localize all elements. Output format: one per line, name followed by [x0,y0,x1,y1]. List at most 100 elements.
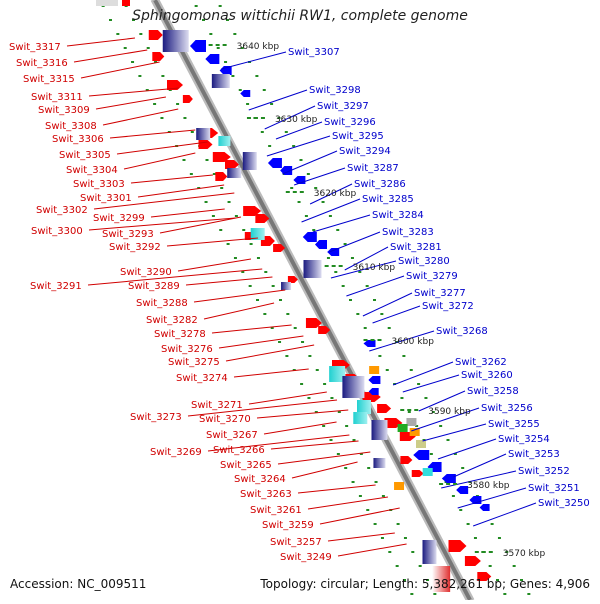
track-dot [336,453,340,455]
track-dot [190,131,194,133]
track-dot [330,397,334,399]
left-gene-label: Swit_3317 [9,42,61,53]
track-dot [505,551,509,553]
forward-gene-arrow [198,140,213,149]
right-gene-label: Swit_3253 [508,449,560,460]
axis-core [153,0,472,601]
left-leader-line [116,141,208,155]
left-gene-label: Swit_3301 [80,193,132,204]
right-gene-label: Swit_3286 [354,179,406,190]
track-dot [326,257,330,259]
track-dot [459,509,463,511]
track-dot [388,551,392,553]
label-leader-lines [66,37,537,557]
track-dot [183,117,187,119]
left-gene-label: Swit_3299 [93,213,145,224]
track-dot [374,481,378,483]
left-leader-line [277,451,371,465]
forward-gene-arrow [215,172,228,181]
left-leader-line [337,543,407,557]
right-gene-label: Swit_3297 [317,101,369,112]
track-dot [138,75,142,77]
right-leader-line [369,330,435,352]
left-leader-line [93,192,235,210]
gene-block [242,152,257,170]
track-dot [255,75,259,77]
forward-gene-arrow [477,572,492,581]
left-gene-label: Swit_3259 [262,520,314,531]
track-dot [365,285,369,287]
left-leader-line [73,49,148,63]
right-leader-line [264,105,316,130]
left-leader-line [187,399,338,417]
track-dot [292,145,296,147]
track-dot [256,299,259,301]
left-leader-line [248,391,327,405]
track-dot [300,383,304,385]
right-gene-label: Swit_3255 [488,419,540,430]
track-dot [373,299,376,301]
track-dot [363,327,367,329]
track-dot [211,215,215,217]
track-dot [314,411,318,413]
kbp-label: 3570 kbp [503,549,546,559]
left-leader-line [270,440,359,450]
left-gene-label: Swit_3270 [199,414,251,425]
right-leader-line [453,453,507,478]
track-dot [216,47,220,49]
right-leader-line [422,423,487,442]
gene-block [162,30,189,52]
track-dot [351,481,355,483]
track-dot [308,355,312,357]
right-leader-line [346,275,405,297]
track-dot [290,187,294,189]
left-gene-label: Swit_3265 [220,460,272,471]
reverse-gene-arrow [456,486,469,494]
track-dot [359,453,363,455]
track-dot [395,341,399,343]
track-dot [270,327,274,329]
reverse-gene-arrow [368,376,381,384]
track-dot [358,495,362,497]
left-gene-label: Swit_3291 [30,281,82,292]
right-gene-label: Swit_3294 [339,146,391,157]
right-leader-line [472,502,537,527]
right-gene-label: Swit_3284 [372,210,424,221]
kbp-label: 3620 kbp [314,189,357,199]
left-leader-line [166,237,258,247]
track-dot [426,579,429,581]
right-gene-label: Swit_3256 [481,403,533,414]
gene-tile [369,366,380,374]
gene-block [422,540,437,564]
left-leader-line [66,37,136,47]
track-dot [231,75,235,77]
gene-tile [397,424,408,432]
reverse-gene-arrow [280,166,293,175]
gene-block [218,136,231,146]
track-dot [429,453,433,455]
left-leader-line [159,216,242,234]
gene-tile [409,428,420,436]
right-leader-line [309,183,353,205]
track-dot [248,285,252,287]
page-title: Sphingomonas wittichii RW1, complete gen… [132,8,468,24]
track-dot [315,369,319,371]
track-dot [415,425,419,427]
forward-gene-arrow [305,318,322,328]
track-dot [344,467,348,469]
track-dot [373,523,377,525]
track-dot [328,215,332,217]
reverse-gene-arrow [363,340,376,347]
right-leader-line [362,292,413,317]
track-dot [411,551,415,553]
left-leader-line [130,174,213,184]
track-dot [233,257,237,259]
forward-gene-arrow [400,456,413,464]
track-dot [146,47,150,49]
right-gene-label: Swit_3277 [414,288,466,299]
track-dot [241,271,245,273]
left-leader-line [88,87,180,97]
left-leader-line [203,302,275,320]
